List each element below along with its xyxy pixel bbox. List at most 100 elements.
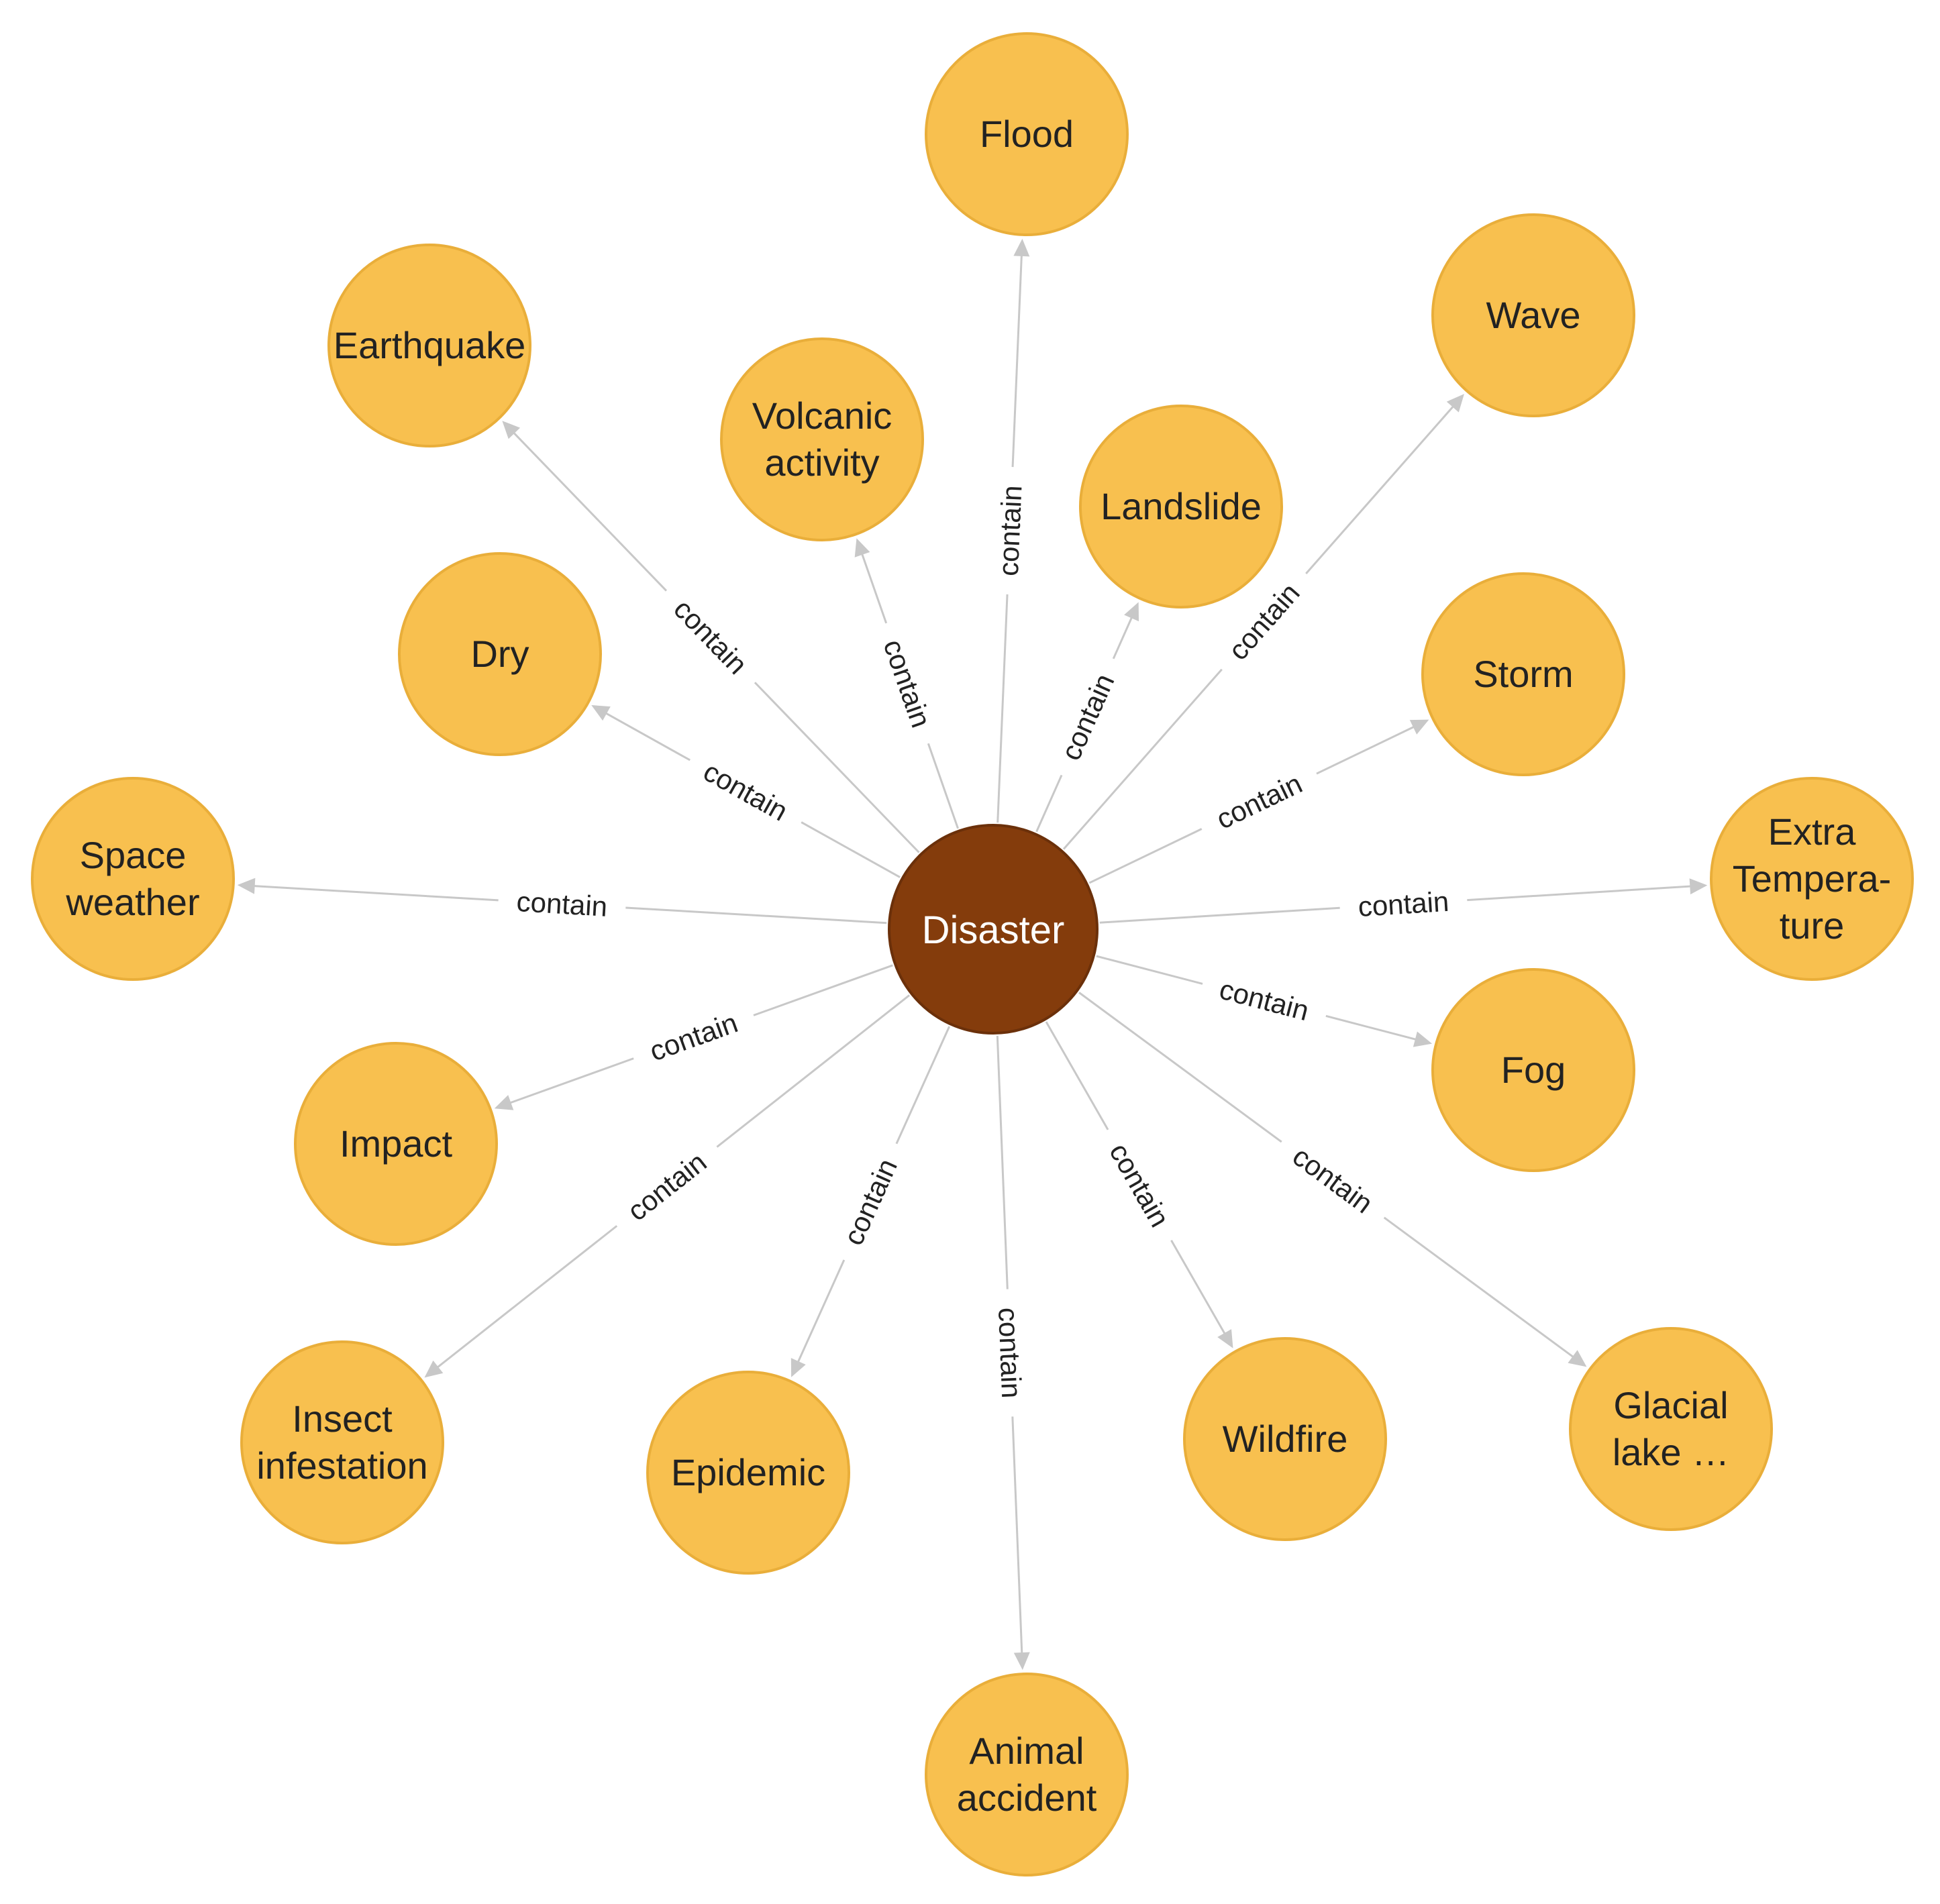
node-circle <box>398 552 602 756</box>
node-label: Earthquake <box>334 324 525 366</box>
edge-line <box>1325 1014 1419 1041</box>
edge-space-weather[interactable]: contain <box>237 878 887 924</box>
arrow-head <box>1689 878 1708 895</box>
arrow-head <box>1568 1350 1587 1367</box>
edge-extra-temperature[interactable]: contain <box>1099 878 1708 924</box>
node-label: Impact <box>340 1122 452 1165</box>
edge-impact[interactable]: contain <box>494 964 893 1110</box>
arrow-head <box>790 1358 806 1377</box>
node-circle <box>720 337 924 541</box>
edge-line <box>895 1026 951 1145</box>
edge-line <box>252 884 499 902</box>
edge-label: contain <box>1287 1140 1379 1219</box>
edge-line <box>753 964 893 1016</box>
node-label: Glacial <box>1613 1384 1728 1426</box>
edge-label: contain <box>1217 973 1313 1027</box>
edge-line <box>435 1225 618 1369</box>
edge-line <box>927 743 959 829</box>
edge-line <box>996 1035 1009 1289</box>
node-circle <box>1710 777 1914 981</box>
node-earthquake[interactable]: Earthquake <box>327 244 531 447</box>
node-label: Tempera- <box>1733 857 1892 900</box>
node-label: Extra <box>1768 810 1857 853</box>
node-dry[interactable]: Dry <box>398 552 602 756</box>
edge-wildfire[interactable]: contain <box>1045 1021 1233 1348</box>
node-label: accident <box>957 1777 1097 1819</box>
node-circle <box>1569 1327 1773 1531</box>
edge-line <box>1112 615 1134 659</box>
node-epidemic[interactable]: Epidemic <box>646 1371 850 1575</box>
edge-line <box>1011 1416 1023 1656</box>
node-wave[interactable]: Wave <box>1431 213 1635 417</box>
edge-line <box>716 994 911 1148</box>
edge-storm[interactable]: contain <box>1088 719 1429 884</box>
edge-label: contain <box>877 635 937 731</box>
edge-label: contain <box>992 1307 1027 1399</box>
node-circle <box>1183 1337 1387 1541</box>
arrow-head <box>1013 238 1030 257</box>
arrow-head <box>424 1360 444 1378</box>
edge-flood[interactable]: contain <box>992 238 1030 823</box>
edge-animal-accident[interactable]: contain <box>992 1035 1030 1671</box>
edge-line <box>1305 404 1456 575</box>
center-circle <box>888 824 1099 1035</box>
arrow-head <box>237 878 256 894</box>
node-label: Dry <box>470 633 529 675</box>
node-impact[interactable]: Impact <box>294 1042 498 1246</box>
edge-label: contain <box>621 1146 712 1227</box>
node-label: ture <box>1780 904 1845 947</box>
center-label: Disaster <box>922 908 1065 952</box>
edge-fog[interactable]: contain <box>1096 955 1433 1047</box>
node-circle <box>646 1371 850 1575</box>
edge-volcanic-activity[interactable]: contain <box>854 538 959 829</box>
edge-dry[interactable]: contain <box>591 704 901 878</box>
edge-epidemic[interactable]: contain <box>790 1026 951 1377</box>
edge-line <box>1170 1240 1227 1336</box>
node-storm[interactable]: Storm <box>1421 572 1625 776</box>
edge-landslide[interactable]: contain <box>1035 602 1139 833</box>
node-landslide[interactable]: Landslide <box>1079 405 1283 609</box>
node-glacial-lake[interactable]: Glaciallake … <box>1569 1327 1773 1531</box>
edge-line <box>511 431 668 592</box>
edge-label: contain <box>992 484 1028 576</box>
node-circle <box>294 1042 498 1246</box>
node-label: Wave <box>1486 294 1580 336</box>
edge-line <box>754 682 920 853</box>
node-flood[interactable]: Flood <box>925 32 1129 236</box>
node-label: Flood <box>980 113 1074 155</box>
edge-label: contain <box>837 1154 903 1250</box>
edge-line <box>625 906 887 924</box>
edge-line <box>1035 774 1063 833</box>
edge-line <box>1316 725 1417 775</box>
edge-label: contain <box>699 755 793 827</box>
arrow-head <box>591 704 611 721</box>
node-label: infestation <box>256 1444 427 1487</box>
edge-label: contain <box>1357 886 1449 922</box>
edge-label: contain <box>668 593 754 680</box>
edge-line <box>1011 253 1023 468</box>
node-circle <box>1431 968 1635 1172</box>
edge-line <box>1099 906 1340 924</box>
edge-label: contain <box>646 1006 742 1067</box>
edge-label: contain <box>1211 768 1307 835</box>
edge-line <box>1096 955 1203 985</box>
arrow-head <box>1124 602 1139 622</box>
node-circle <box>1079 405 1283 609</box>
edge-line <box>1383 1216 1576 1359</box>
node-wildfire[interactable]: Wildfire <box>1183 1337 1387 1541</box>
arrow-head <box>1446 394 1464 413</box>
node-circle <box>1431 213 1635 417</box>
node-label: weather <box>65 881 199 923</box>
arrow-head <box>494 1095 514 1110</box>
node-fog[interactable]: Fog <box>1431 968 1635 1172</box>
node-circle <box>31 777 235 981</box>
arrow-head <box>502 421 521 439</box>
center-node-disaster[interactable]: Disaster <box>888 824 1099 1035</box>
